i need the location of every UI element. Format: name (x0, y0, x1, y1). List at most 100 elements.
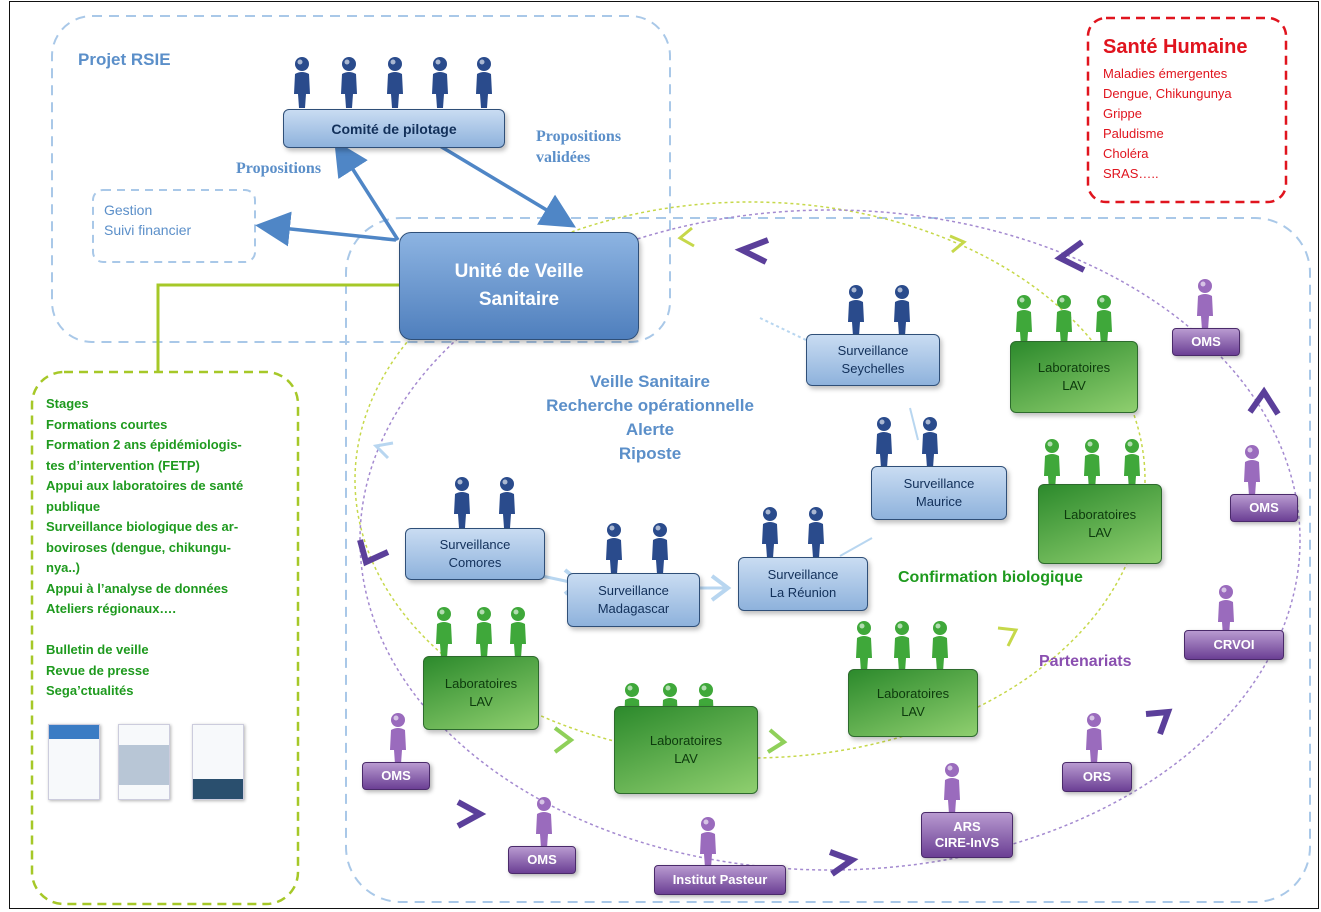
person-purple-icon (1086, 713, 1102, 764)
person-blue-icon (876, 417, 892, 468)
chevron-green-4 (677, 226, 695, 248)
chevron-green-2 (766, 728, 788, 754)
lab-box-3: Laboratoires LAV (423, 656, 539, 730)
chevron-purple-2 (1054, 239, 1086, 273)
chevron-purple-7 (357, 539, 390, 567)
partner-ars: ARS CIRE-InVS (921, 812, 1013, 858)
comite-box: Comité de pilotage (283, 109, 505, 148)
chevron-purple-1 (734, 237, 770, 265)
comite-label: Comité de pilotage (331, 120, 457, 137)
arrow-gestion (255, 211, 397, 247)
person-green-icon (932, 621, 948, 672)
revue-thumbnail (118, 724, 170, 800)
person-green-icon (856, 621, 872, 672)
person-blue-icon (476, 57, 492, 108)
chevron-purple-6 (456, 799, 487, 829)
chevron-purple-3 (1247, 386, 1281, 416)
uvs-box: Unité de Veille Sanitaire (399, 232, 639, 340)
person-blue-icon (652, 523, 668, 574)
person-blue-icon (387, 57, 403, 108)
person-blue-icon (499, 477, 515, 528)
person-green-icon (1056, 295, 1072, 346)
list-item: Surveillance biologique des ar- (46, 519, 239, 534)
person-blue-icon (762, 507, 778, 558)
partner-crvoi: CRVOI (1184, 630, 1284, 660)
bulletin-thumbnail (48, 724, 100, 800)
gestion-box-frame (92, 189, 256, 263)
chevron-green-5 (949, 234, 967, 254)
person-blue-icon (432, 57, 448, 108)
list-item: Dengue, Chikungunya (1103, 86, 1232, 101)
lab-box-1: Laboratoires LAV (1010, 341, 1138, 413)
partenariats-label: Partenariats (1039, 653, 1132, 670)
gestion-line2: Suivi financier (104, 222, 192, 238)
person-purple-icon (390, 713, 406, 764)
chevron-green-3 (997, 626, 1019, 647)
confirmation-label: Confirmation biologique (898, 569, 1083, 586)
chain-arrow-4 (909, 407, 919, 441)
surveillance-seychelles: Surveillance Seychelles (806, 334, 940, 386)
activities-box-frame (30, 370, 300, 906)
person-purple-icon (1244, 445, 1260, 496)
person-green-icon (1096, 295, 1112, 346)
gestion-line1: Gestion (104, 202, 153, 218)
projet-title: Projet RSIE (78, 50, 171, 69)
list-item: Sega’ctualités (46, 683, 134, 698)
surveillance-maurice: Surveillance Maurice (871, 466, 1007, 520)
person-blue-icon (922, 417, 938, 468)
list-item: nya..) (46, 560, 80, 575)
person-purple-icon (700, 817, 716, 868)
partner-oms-4: OMS (362, 762, 430, 790)
list-item: Maladies émergentes (1103, 66, 1228, 81)
partner-pasteur: Institut Pasteur (654, 865, 786, 895)
propositions-label: Propositions (236, 160, 322, 177)
list-item: Riposte (618, 444, 682, 463)
person-blue-icon (294, 57, 310, 108)
person-green-icon (436, 607, 452, 658)
chevron-purple-4 (1145, 708, 1173, 736)
list-item: Alerte (625, 420, 675, 439)
person-blue-icon (848, 285, 864, 336)
chain-arrow-1 (541, 574, 571, 584)
propositions-validees-label: Propositions validées (536, 128, 622, 166)
list-item: Ateliers régionaux…. (46, 601, 177, 616)
partner-oms-3: OMS (508, 846, 576, 874)
lab-box-5: Laboratoires LAV (848, 669, 978, 737)
segactualites-thumbnail (192, 724, 244, 800)
uvs-activities-connector (156, 283, 400, 372)
list-item: Stages (46, 396, 89, 411)
list-item: Appui aux laboratoires de santé (46, 478, 244, 493)
person-purple-icon (1197, 279, 1213, 330)
person-purple-icon (1218, 585, 1234, 636)
person-green-icon (1044, 439, 1060, 490)
person-purple-icon (944, 763, 960, 814)
list-item: Bulletin de veille (46, 642, 149, 657)
person-blue-icon (606, 523, 622, 574)
green-cycle (354, 201, 1146, 759)
list-item: Revue de presse (46, 662, 150, 678)
person-blue-icon (808, 507, 824, 558)
person-purple-icon (536, 797, 552, 848)
person-green-icon (894, 621, 910, 672)
lab-box-2: Laboratoires LAV (1038, 484, 1162, 564)
surveillance-region (345, 217, 1311, 903)
surveillance-madagascar: Surveillance Madagascar (567, 573, 700, 627)
list-item: Veille Sanitaire (589, 372, 710, 391)
list-item: Recherche opérationnelle (546, 396, 754, 415)
partner-oms-2: OMS (1230, 494, 1298, 522)
person-blue-icon (341, 57, 357, 108)
person-green-icon (1124, 439, 1140, 490)
list-item: Grippe (1103, 106, 1143, 121)
list-item: tes d’intervention (FETP) (46, 457, 200, 473)
lab-box-4: Laboratoires LAV (614, 706, 758, 794)
partner-ors: ORS (1062, 762, 1132, 792)
person-blue-icon (454, 477, 470, 528)
person-green-icon (1016, 295, 1032, 346)
arrow-propositions (334, 140, 400, 241)
person-blue-icon (894, 285, 910, 336)
chain-arrow-3 (839, 537, 873, 557)
